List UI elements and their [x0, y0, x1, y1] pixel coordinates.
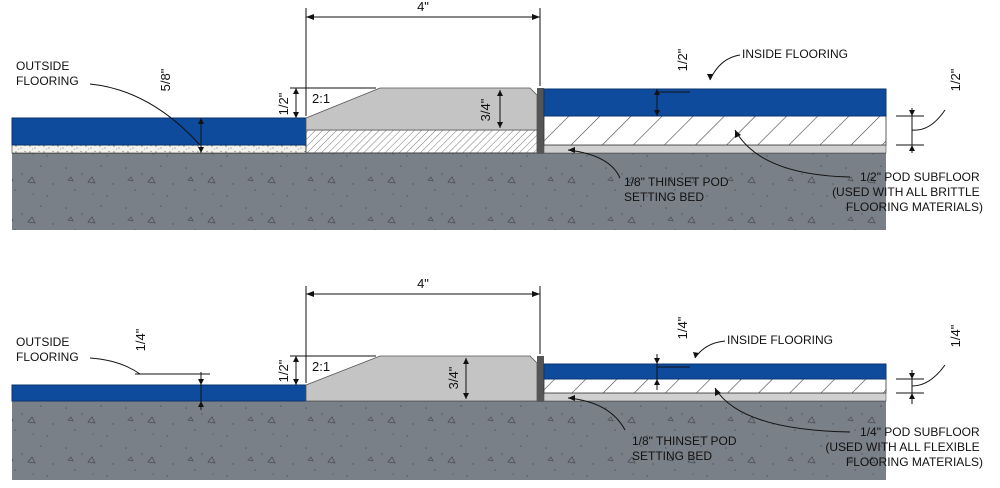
bottom-inside-flooring-label: INSIDE FLOORING — [727, 333, 833, 347]
top-ramp-edge — [537, 88, 544, 153]
top-ramp-height-dimension — [497, 90, 503, 128]
bottom-outside-leader — [89, 357, 141, 375]
top-subfloor-leader — [734, 129, 851, 178]
bottom-ramp — [305, 355, 538, 402]
top-rise-dimension — [290, 87, 376, 118]
top-thinset-leader — [567, 149, 621, 179]
top-ramp-height-label: 3/4" — [478, 98, 493, 121]
top-subfloor-arrow — [735, 130, 741, 138]
top-concrete-slab — [12, 153, 886, 230]
bottom-concrete-slab — [12, 401, 886, 480]
top-subfloor-thickness-label: 1/2" — [948, 68, 963, 91]
top-thinset-label: 1/8" THINSET POD SETTING BED — [624, 175, 732, 204]
bottom-subfloor-label: 1/4" POD SUBFLOOR (USED WITH ALL FLEXIBL… — [825, 425, 983, 469]
top-outside-thickness-dimension — [198, 118, 204, 153]
top-inside-thickness-label: 1/2" — [675, 48, 690, 71]
top-ramp-hatch — [305, 129, 538, 154]
bottom-rise-label: 1/2" — [276, 359, 291, 382]
top-inside-flooring — [543, 88, 887, 117]
bottom-ramp-height-label: 3/4" — [446, 366, 461, 389]
top-detail: 4" 1/2" 2:1 3/4" OUTSIDE FLOORING 5/8" I… — [11, 0, 983, 230]
bottom-inside-thickness-dimension — [654, 354, 690, 390]
bottom-inside-thickness-label: 1/4" — [675, 316, 690, 339]
top-slope-label: 2:1 — [312, 91, 330, 106]
bottom-subfloor-arrow — [715, 388, 721, 396]
bottom-inside-flooring — [543, 363, 887, 380]
bottom-slope-label: 2:1 — [312, 359, 330, 374]
bottom-outside-flooring-label: OUTSIDE FLOORING — [16, 335, 79, 364]
top-subfloor-thickness-dimension — [896, 108, 946, 153]
bottom-ramp-edge — [537, 356, 544, 401]
bottom-width-dimension — [305, 286, 541, 383]
bottom-pod-subfloor-hatch — [544, 379, 886, 393]
top-inside-flooring-label: INSIDE FLOORING — [742, 47, 848, 61]
top-pod-subfloor-hatch — [544, 116, 886, 145]
top-ramp — [305, 87, 538, 131]
top-outside-flooring-label: OUTSIDE FLOORING — [16, 59, 79, 88]
bottom-rise-dimension — [290, 355, 376, 385]
bottom-thinset-leader — [567, 397, 626, 431]
bottom-inside-leader — [694, 340, 726, 359]
bottom-ramp-height-dimension — [463, 358, 469, 399]
bottom-subfloor-thickness-label: 1/4" — [948, 324, 963, 347]
top-inside-leader — [709, 54, 741, 81]
top-thinset-bed — [543, 144, 887, 154]
top-thinset-arrow — [568, 147, 575, 153]
bottom-subfloor-leader — [714, 387, 851, 433]
bottom-subfloor-thickness-dimension — [896, 364, 946, 404]
top-subfloor-label: 1/2" POD SUBFLOOR (USED WITH ALL BRITTLE… — [832, 170, 983, 214]
bottom-width-label: 4" — [417, 276, 429, 291]
top-width-dimension — [305, 8, 541, 116]
top-rise-label: 1/2" — [276, 92, 291, 115]
bottom-outside-thickness-label: 1/4" — [133, 328, 148, 351]
top-inside-thickness-dimension — [654, 89, 690, 116]
top-width-label: 4" — [417, 0, 429, 14]
bottom-thinset-arrow — [568, 395, 575, 401]
top-outside-setting-bed — [11, 144, 307, 154]
bottom-detail: 4" 1/2" 2:1 3/4" OUTSIDE FLOORING 1/4" I… — [11, 276, 983, 480]
bottom-thinset-label: 1/8" THINSET POD SETTING BED — [632, 434, 740, 463]
top-inside-leader-arrow — [707, 74, 713, 80]
top-outside-thickness-label: 5/8" — [158, 68, 173, 91]
bottom-outside-thickness-dimension — [135, 372, 210, 410]
top-outside-leader — [89, 83, 201, 146]
top-outside-flooring — [11, 117, 307, 146]
bottom-outside-flooring — [11, 384, 307, 402]
bottom-inside-leader-arrow — [693, 352, 699, 358]
